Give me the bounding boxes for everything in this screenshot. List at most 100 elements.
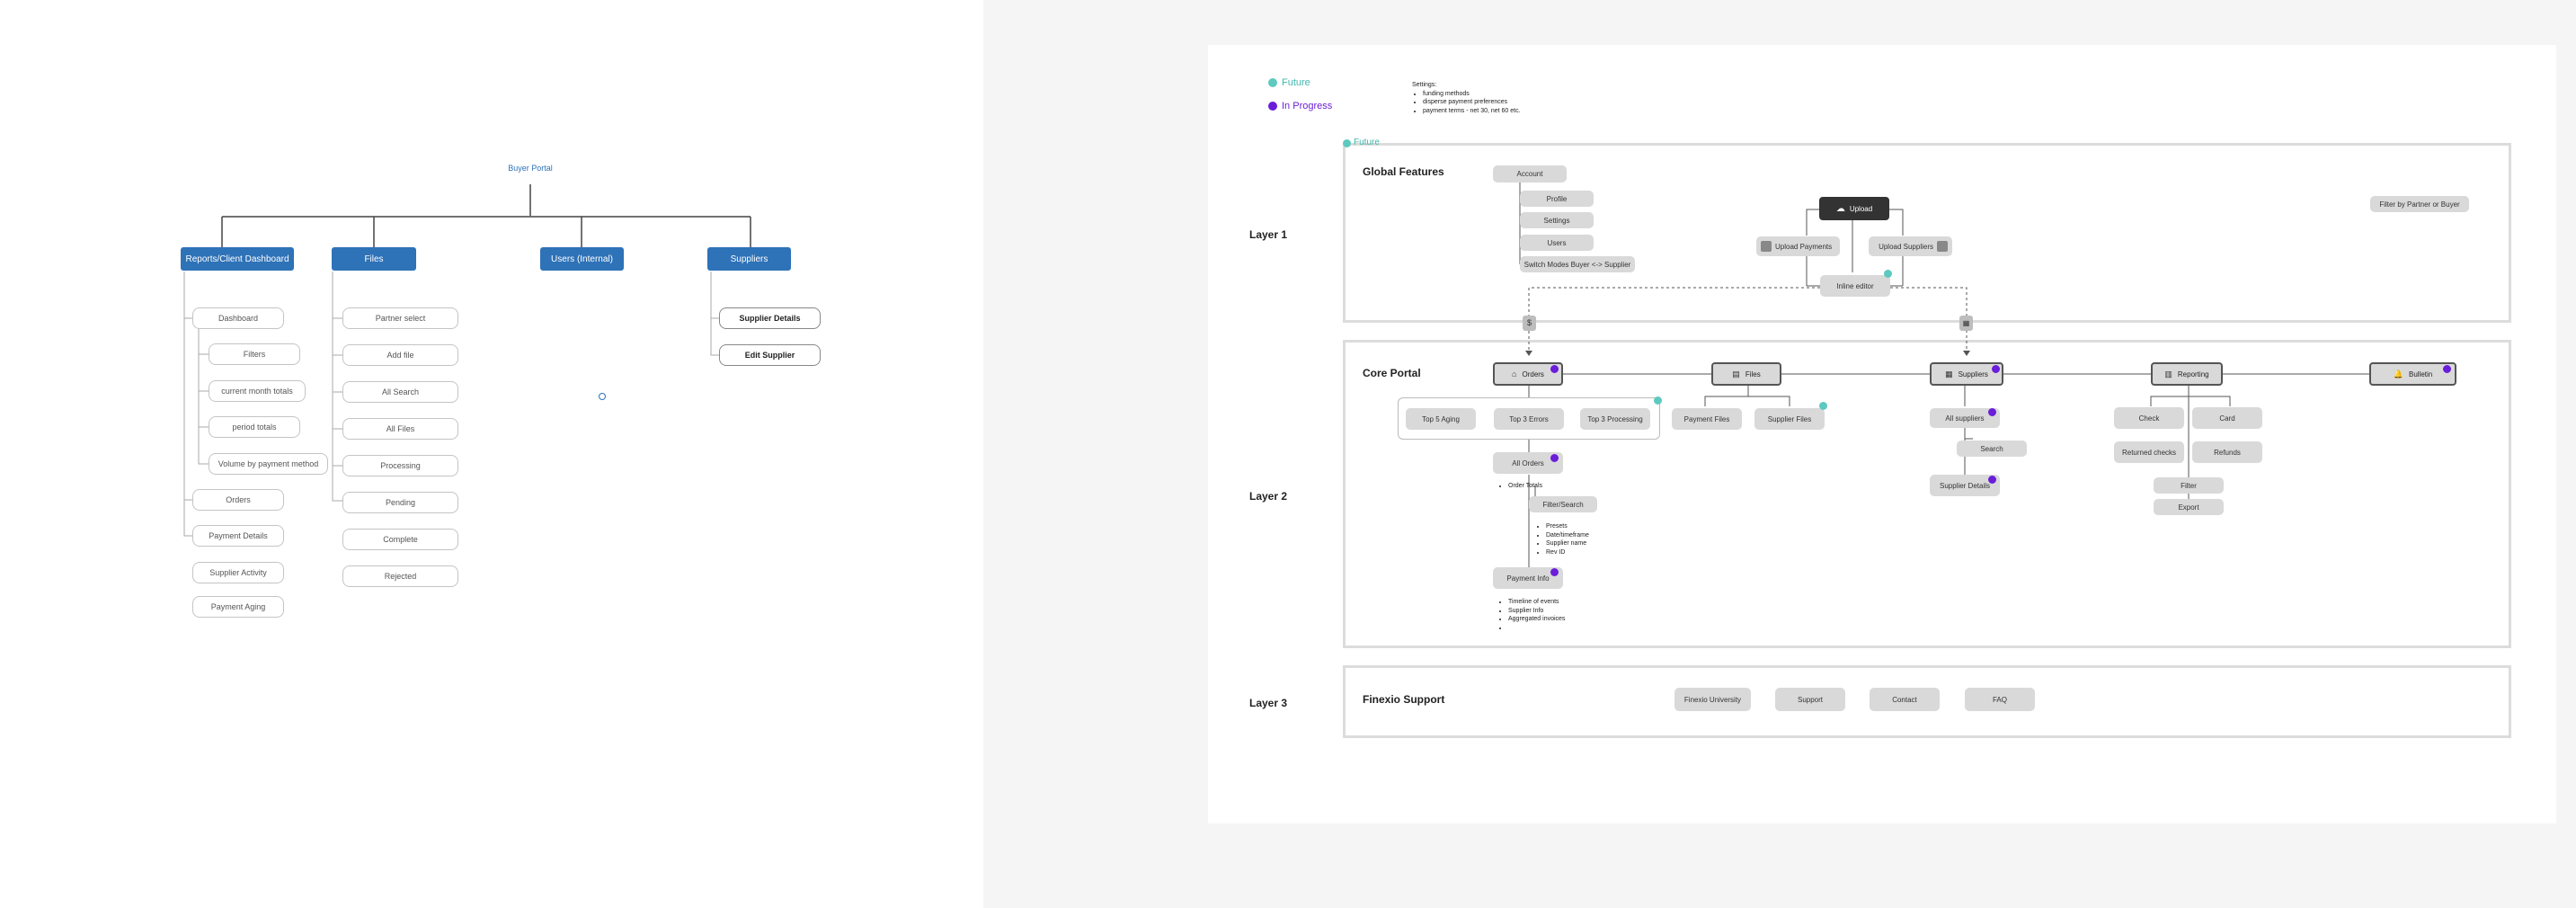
nav-files[interactable]: ▤ Files [1711, 362, 1781, 386]
layer2-box [1343, 340, 2511, 648]
reporting-returned-checks[interactable]: Returned checks [2114, 441, 2184, 463]
reporting-check[interactable]: Check [2114, 407, 2184, 429]
leaf-all-files[interactable]: All Files [342, 418, 458, 440]
legend-in-progress-label: In Progress [1282, 101, 1333, 111]
top-5-aging[interactable]: Top 5 Aging [1406, 408, 1476, 430]
nav-files-label: Files [1745, 369, 1761, 378]
bar-chart-icon: ▥ [2164, 369, 2172, 378]
node-reports-dashboard[interactable]: Reports/Client Dashboard [181, 247, 294, 271]
all-suppliers-in-progress-dot [1988, 408, 1996, 416]
top-3-processing[interactable]: Top 3 Processing [1580, 408, 1650, 430]
layer1-future-tag: Future [1354, 138, 1380, 147]
filter-search-list: Presets Date/timeframe Supplier name Rev… [1537, 522, 1589, 556]
upload-button[interactable]: ☁ Upload [1819, 197, 1889, 220]
nav-orders-label: Orders [1522, 369, 1544, 378]
account-profile[interactable]: Profile [1520, 191, 1594, 207]
top-3-errors[interactable]: Top 3 Errors [1494, 408, 1564, 430]
orders-in-progress-dot [1550, 365, 1559, 373]
nav-bulletin[interactable]: 🔔 Bulletin [2369, 362, 2456, 386]
supplier-details-in-progress-dot [1988, 476, 1996, 484]
nav-reporting-label: Reporting [2177, 369, 2209, 378]
account-users[interactable]: Users [1520, 235, 1594, 251]
layer1-title: Global Features [1363, 165, 1444, 178]
legend-in-progress: In Progress [1268, 101, 1332, 111]
settings-note-item: payment terms - net 30, net 60 etc. [1423, 107, 1521, 116]
leaf-processing[interactable]: Processing [342, 455, 458, 476]
nav-orders[interactable]: ⌂ Orders [1493, 362, 1563, 386]
leaf-filters[interactable]: Filters [209, 343, 300, 365]
leaf-edit-supplier[interactable]: Edit Supplier [719, 344, 821, 366]
reporting-filter[interactable]: Filter [2154, 477, 2224, 494]
inline-editor-future-dot [1884, 270, 1892, 278]
filter-item: Supplier name [1546, 539, 1589, 548]
leaf-all-search[interactable]: All Search [342, 381, 458, 403]
leaf-pending[interactable]: Pending [342, 492, 458, 513]
filter-item: Presets [1546, 522, 1589, 531]
upload-label: Upload [1849, 204, 1873, 213]
filter-partner-buyer[interactable]: Filter by Partner or Buyer [2370, 196, 2469, 212]
reporting-card[interactable]: Card [2192, 407, 2262, 429]
file-icon: ▤ [1732, 369, 1740, 378]
support-support[interactable]: Support [1775, 688, 1845, 711]
bell-icon: 🔔 [2393, 369, 2403, 378]
nav-reporting[interactable]: ▥ Reporting [2151, 362, 2223, 386]
leaf-add-file[interactable]: Add file [342, 344, 458, 366]
upload-suppliers-label: Upload Suppliers [1879, 242, 1933, 251]
leaf-period-totals[interactable]: period totals [209, 416, 300, 438]
filter-item: Date/timeframe [1546, 531, 1589, 540]
nav-suppliers[interactable]: ▦ Suppliers [1930, 362, 2003, 386]
payment-item: Supplier Info [1508, 607, 1565, 616]
settings-note-title: Settings: [1412, 82, 1437, 88]
layer2-label: Layer 2 [1249, 490, 1288, 503]
settings-note-item: disperse payment preferences [1423, 98, 1521, 107]
payment-files[interactable]: Payment Files [1672, 408, 1742, 430]
spreadsheet-icon [1761, 241, 1772, 252]
filter-item: Rev ID [1546, 548, 1589, 557]
upload-suppliers[interactable]: Upload Suppliers [1869, 236, 1952, 256]
leaf-payment-details[interactable]: Payment Details [192, 525, 284, 547]
node-suppliers[interactable]: Suppliers [707, 247, 791, 271]
payment-item: Timeline of events [1508, 598, 1565, 607]
leaf-payment-aging[interactable]: Payment Aging [192, 596, 284, 618]
leaf-rejected[interactable]: Rejected [342, 565, 458, 587]
legend-future-label: Future [1282, 77, 1310, 88]
in-progress-dot-icon [1268, 102, 1277, 111]
inline-editor[interactable]: Inline editor [1820, 275, 1890, 297]
nav-bulletin-label: Bulletin [2408, 369, 2433, 378]
dollar-icon: $ [1523, 316, 1536, 331]
node-users-internal[interactable]: Users (Internal) [540, 247, 624, 271]
account-settings[interactable]: Settings [1520, 212, 1594, 228]
leaf-supplier-details[interactable]: Supplier Details [719, 307, 821, 329]
leaf-orders[interactable]: Orders [192, 489, 284, 511]
filter-search[interactable]: Filter/Search [1529, 496, 1597, 512]
root-label: Buyer Portal [508, 164, 553, 173]
leaf-current-month-totals[interactable]: current month totals [209, 380, 306, 402]
future-dot-icon [1268, 78, 1277, 87]
support-finexio-university[interactable]: Finexio University [1674, 688, 1751, 711]
layer1-label: Layer 1 [1249, 228, 1288, 241]
left-connector-lines [183, 184, 751, 537]
leaf-supplier-activity[interactable]: Supplier Activity [192, 562, 284, 583]
tops-future-dot [1654, 396, 1662, 405]
order-totals-list: Order Totals [1499, 482, 1542, 491]
nav-suppliers-label: Suppliers [1958, 369, 1988, 378]
node-files[interactable]: Files [332, 247, 416, 271]
account-switch-modes[interactable]: Switch Modes Buyer <-> Supplier [1520, 256, 1635, 272]
reporting-export[interactable]: Export [2154, 499, 2224, 515]
leaf-volume-by-payment-method[interactable]: Volume by payment method [209, 453, 328, 475]
supplier-files-future-dot [1819, 402, 1827, 410]
payment-info-in-progress-dot [1550, 568, 1559, 576]
supplier-search[interactable]: Search [1957, 441, 2027, 457]
leaf-complete[interactable]: Complete [342, 529, 458, 550]
leaf-partner-select[interactable]: Partner select [342, 307, 458, 329]
supplier-files[interactable]: Supplier Files [1754, 408, 1825, 430]
leaf-dashboard[interactable]: Dashboard [192, 307, 284, 329]
support-contact[interactable]: Contact [1870, 688, 1940, 711]
upload-payments[interactable]: Upload Payments [1756, 236, 1840, 256]
reporting-refunds[interactable]: Refunds [2192, 441, 2262, 463]
all-suppliers[interactable]: All suppliers [1930, 408, 2000, 428]
support-faq[interactable]: FAQ [1965, 688, 2035, 711]
home-icon: ⌂ [1512, 369, 1517, 378]
account-box[interactable]: Account [1493, 165, 1567, 182]
spreadsheet-icon [1937, 241, 1948, 252]
